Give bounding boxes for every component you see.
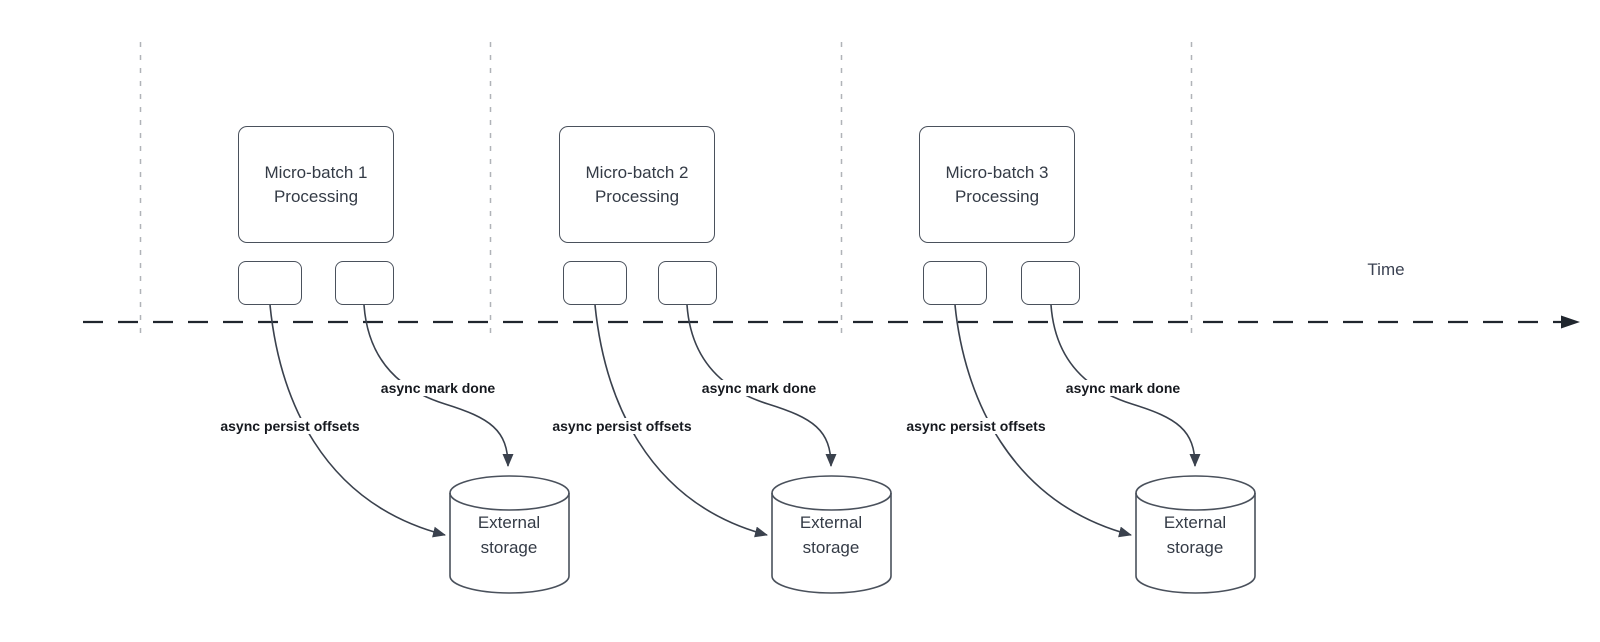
micro-batch-2-label: Micro-batch 2 Processing	[585, 162, 689, 206]
micro-batch-2-persist-task-box	[563, 261, 627, 305]
external-storage-label-2: External storage	[799, 513, 863, 557]
external-storage-cylinder-3	[1135, 475, 1256, 594]
mark-done-arrow-3	[1050, 304, 1201, 467]
mark-done-label-3: async mark done	[1062, 380, 1184, 396]
persist-offsets-label-2: async persist offsets	[549, 418, 695, 434]
micro-batch-2-mark-done-task-box	[658, 261, 717, 305]
micro-batch-3-box: Micro-batch 3 Processing	[919, 126, 1075, 243]
persist-offsets-label-1: async persist offsets	[217, 418, 363, 434]
time-axis-arrowhead-icon	[1561, 315, 1580, 329]
persist-offsets-arrow-1	[269, 304, 446, 538]
micro-batch-3-persist-task-box	[923, 261, 987, 305]
micro-batch-1-label: Micro-batch 1 Processing	[264, 162, 368, 206]
external-storage-cylinder-1	[449, 475, 570, 594]
micro-batch-1-box: Micro-batch 1 Processing	[238, 126, 394, 243]
persist-offsets-arrow-3	[954, 304, 1132, 538]
mark-done-arrow-2	[686, 304, 837, 467]
mark-done-label-1: async mark done	[377, 380, 499, 396]
micro-batch-3-mark-done-task-box	[1021, 261, 1080, 305]
external-storage-label-1: External storage	[477, 513, 541, 557]
persist-offsets-label-3: async persist offsets	[903, 418, 1049, 434]
micro-batch-2-box: Micro-batch 2 Processing	[559, 126, 715, 243]
mark-done-arrow-1	[363, 304, 514, 467]
micro-batch-1-mark-done-task-box	[335, 261, 394, 305]
mark-done-label-2: async mark done	[698, 380, 820, 396]
micro-batch-3-label: Micro-batch 3 Processing	[945, 162, 1049, 206]
micro-batch-1-persist-task-box	[238, 261, 302, 305]
time-axis-label: Time	[1367, 260, 1405, 279]
persist-offsets-arrow-2	[594, 304, 768, 538]
external-storage-label-3: External storage	[1163, 513, 1227, 557]
external-storage-cylinder-2	[771, 475, 892, 594]
